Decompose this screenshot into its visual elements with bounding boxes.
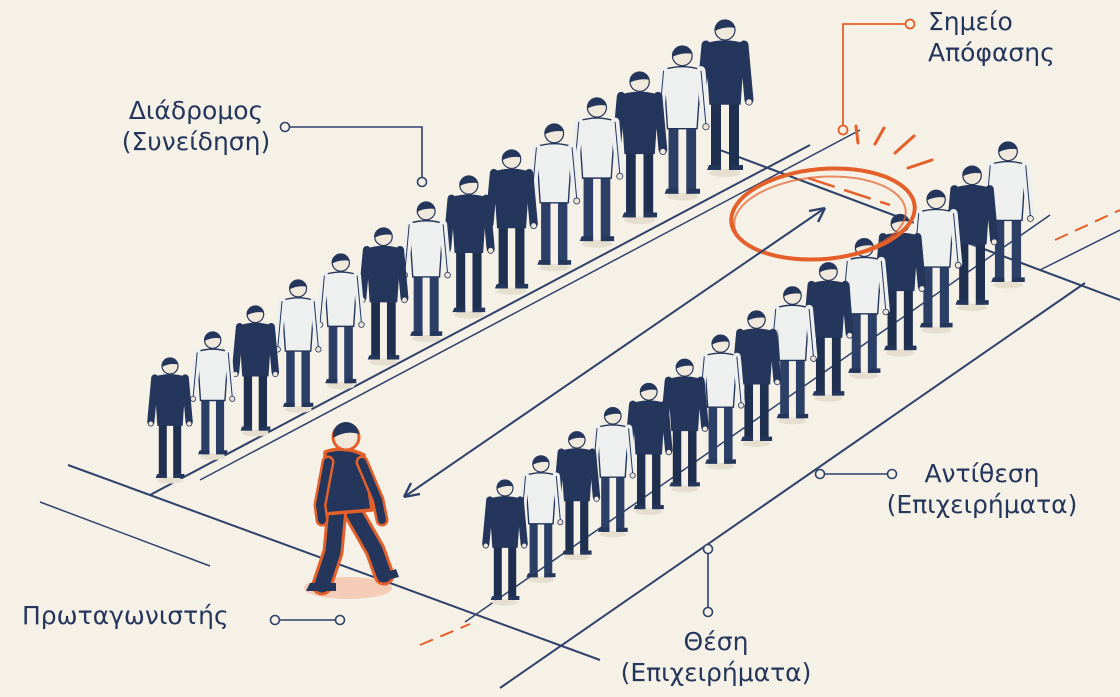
person-figure [517,455,564,583]
thesis-label-line2: (Επιχειρήματα) [620,658,812,687]
path-arrow [402,206,827,499]
corridor-label-line2: (Συνείδηση) [121,127,271,156]
person-figure [569,97,625,248]
people-rows [147,19,1035,606]
person-figure [147,357,193,484]
protagonist-callout [269,614,346,626]
decision-callout [837,18,916,136]
person-figure [273,279,323,413]
thesis-callout [702,543,714,618]
person-figure [189,331,236,461]
person-figure [482,479,528,606]
protagonist-figure [304,421,399,599]
protagonist-label: Πρωταγωνιστής [22,601,229,630]
person-figure [696,334,746,470]
antithesis-label-line2: (Επιχειρήματα) [886,490,1078,519]
person-figure [731,310,782,448]
person-figure [358,227,409,366]
corridor-row [147,19,754,484]
antithesis-callout [814,468,898,480]
decision-point-marks [729,124,934,262]
person-figure [400,201,452,343]
person-figure [527,123,581,272]
antithesis-label: Αντίθεση (Επιχειρήματα) [862,458,1102,520]
person-figure [624,382,673,516]
callout-lines [269,18,916,626]
person-figure [485,149,538,295]
corridor-callout [279,121,428,188]
thesis-label-line1: Θέση [683,627,749,656]
thesis-label: Θέση (Επιχειρήματα) [596,626,836,688]
person-figure [442,175,495,319]
decision-point-label: Σημείο Απόφασης [928,6,1098,68]
decision-point-label-line1: Σημείο [928,7,1013,36]
thesis-antithesis-row [482,141,1035,606]
corridor-label-line1: Διάδρομος [128,96,264,125]
decision-point-label-line2: Απόφασης [928,38,1055,67]
antithesis-label-line1: Αντίθεση [924,459,1040,488]
person-figure [316,253,366,390]
person-figure [231,305,280,437]
corridor-label: Διάδρομος (Συνείδηση) [96,95,296,157]
